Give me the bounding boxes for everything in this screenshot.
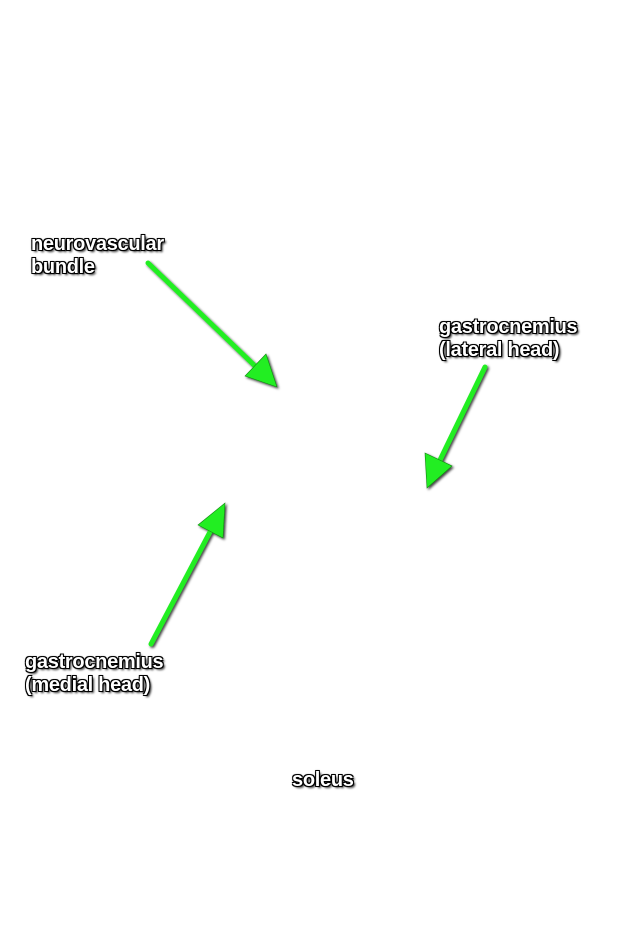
label-gastrocnemius-medial-head: gastrocnemius (medial head) — [25, 651, 164, 697]
arrow-neurovascular-bundle — [145, 260, 278, 388]
arrow-gastrocnemius-medial-head — [148, 502, 226, 647]
label-gastrocnemius-lateral-head: gastrocnemius (lateral head) — [439, 316, 578, 362]
label-soleus: soleus — [292, 769, 354, 792]
label-gastroc-medial-line2: (medial head) — [25, 674, 151, 696]
label-neurovascular-line1: neurovascular — [31, 233, 164, 255]
label-gastroc-lateral-line2: (lateral head) — [439, 339, 560, 361]
label-gastroc-medial-line1: gastrocnemius — [25, 651, 164, 673]
label-neurovascular-bundle: neurovascular bundle — [31, 233, 164, 279]
arrow-gastrocnemius-lateral-head — [424, 364, 488, 489]
label-soleus-line1: soleus — [292, 769, 354, 791]
label-gastroc-lateral-line1: gastrocnemius — [439, 316, 578, 338]
label-neurovascular-line2: bundle — [31, 256, 95, 278]
